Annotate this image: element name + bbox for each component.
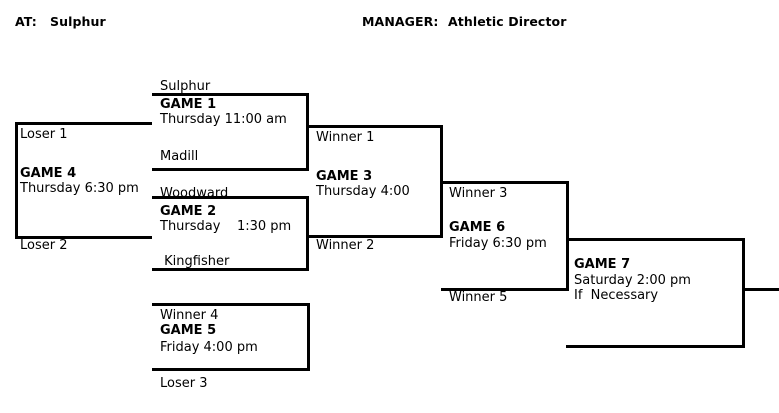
game-5-bottom-border [152,368,310,371]
game-2-top-border [152,196,309,199]
game-5-right-border [307,303,310,371]
manager-label: MANAGER: [362,14,439,29]
game-3-when: Thursday 4:00 [316,184,410,199]
manager-value: Athletic Director [448,14,567,29]
game-1-top-border [152,93,309,96]
game-7-bottom-border [566,345,745,348]
game-2-bottom-border [152,268,309,271]
game-1-top-seed: Sulphur [160,79,211,94]
game-3-top-border [309,125,443,128]
game-2-when: Thursday 1:30 pm [160,219,292,234]
game-1-title: GAME 1 [160,97,217,112]
game-5-title: GAME 5 [160,323,217,338]
game-6-bottom-seed: Winner 5 [449,290,508,305]
game-4-top-seed: Loser 1 [20,127,68,142]
game-4-bottom-seed: Loser 2 [20,238,68,253]
at-value: Sulphur [50,14,106,29]
game-1-right-border [306,93,309,171]
at-label: AT: [15,14,37,29]
game-1-when: Thursday 11:00 am [160,112,287,127]
champion-connector [742,288,779,291]
game-7-right-border [742,238,745,348]
game-3-bottom-border [309,235,443,238]
game-4-top-border [15,122,152,125]
game-5-bottom-seed: Loser 3 [160,376,208,391]
game-1-bottom-border [152,168,309,171]
game-7-top-border [566,238,745,241]
game-5-when: Friday 4:00 pm [160,340,258,355]
game-3-bottom-seed: Winner 2 [316,238,375,253]
game-3-title: GAME 3 [316,169,373,184]
game-3-top-seed: Winner 1 [316,130,375,145]
game-6-top-border [441,181,569,184]
game-6-title: GAME 6 [449,220,506,235]
game-6-right-border [566,181,569,291]
game-5-top-border [152,303,310,306]
game-4-bottom-border [15,236,152,239]
game-2-title: GAME 2 [160,204,217,219]
game-4-when: Thursday 6:30 pm [20,181,139,196]
game-2-bottom-seed: Kingfisher [160,254,230,269]
game-4-left-border [15,122,18,239]
game-7-when: Saturday 2:00 pm [574,273,691,288]
game-6-top-seed: Winner 3 [449,186,508,201]
game-7-title: GAME 7 [574,257,631,272]
game-1-bottom-seed: Madill [160,149,199,164]
game-4-title: GAME 4 [20,166,77,181]
game-2-right-border [306,196,309,271]
game-7-note: If Necessary [574,288,659,303]
game-6-when: Friday 6:30 pm [449,236,547,251]
game-5-top-seed: Winner 4 [160,308,219,323]
game-6-bottom-border [441,288,569,291]
